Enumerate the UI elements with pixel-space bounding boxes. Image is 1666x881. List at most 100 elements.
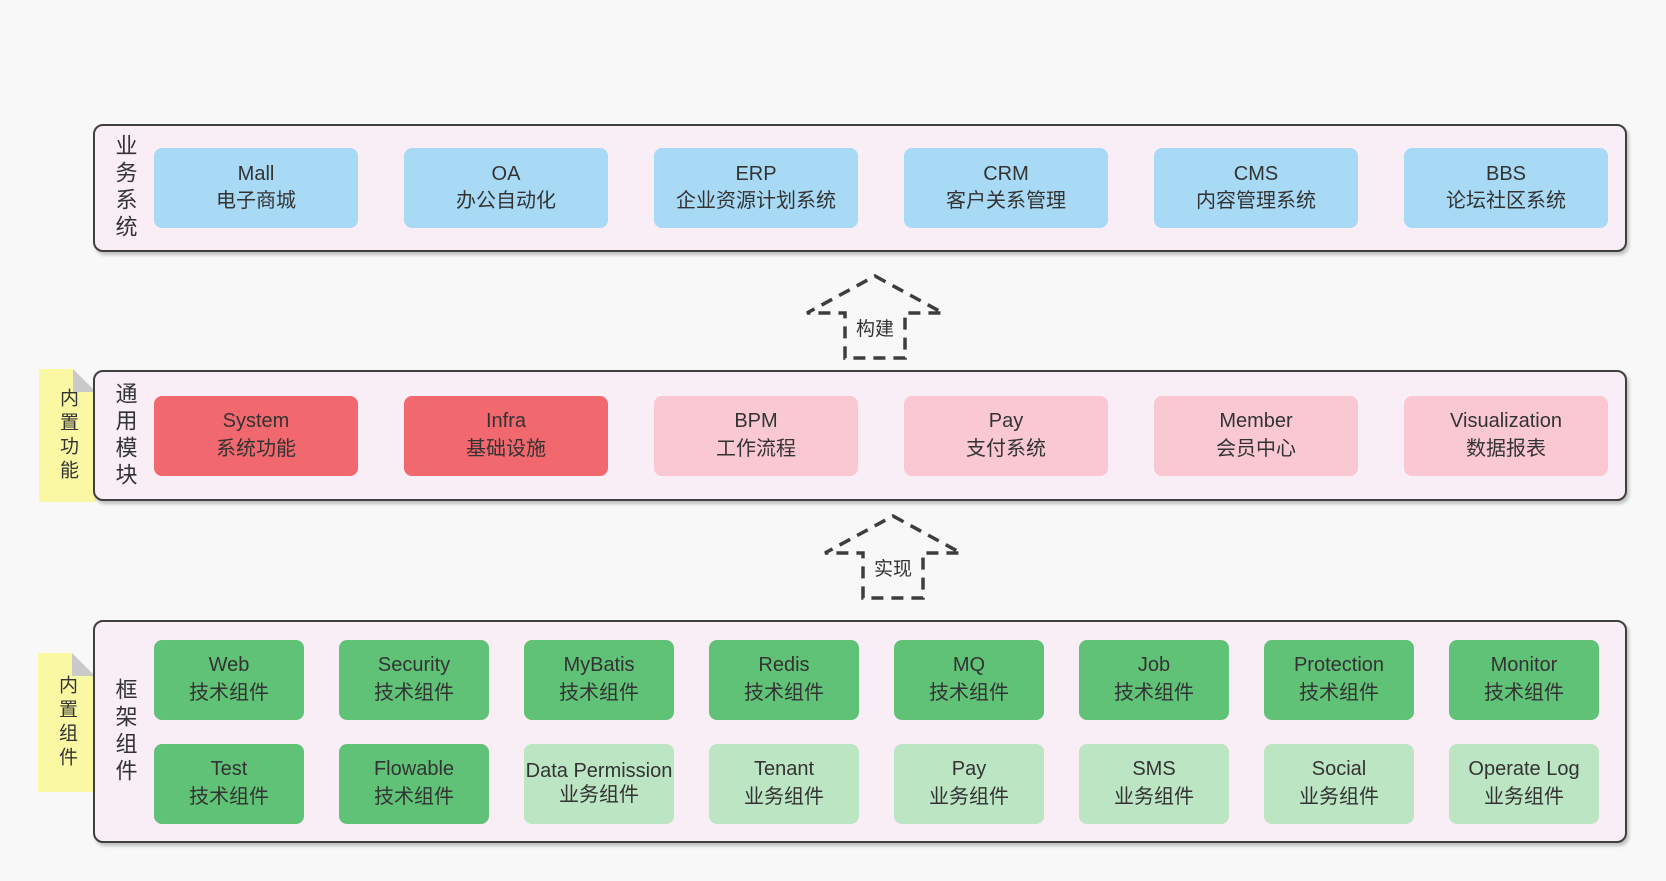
box-infra: Infra 基础设施 — [404, 395, 608, 476]
box-title: Member — [1219, 410, 1293, 433]
builtin-features-note-label: 内置功能 — [57, 387, 78, 484]
box-data-permission: Data Permission 业务组件 — [524, 743, 674, 824]
box-operate-log: Operate Log 业务组件 — [1449, 743, 1599, 824]
box-title: BPM — [734, 410, 778, 433]
box-pay: Pay 支付系统 — [904, 395, 1108, 476]
business-systems-boxes: Mall 电子商城 OA 办公自动化 ERP 企业资源计划系统 CRM 客户关系… — [154, 126, 1625, 250]
box-subtitle: 业务组件 — [929, 785, 1009, 808]
business-systems-panel: 业务系统 Mall 电子商城 OA 办公自动化 ERP 企业资源计划系统 CRM… — [93, 124, 1627, 252]
box-title: MQ — [952, 654, 986, 677]
box-title: Pay — [988, 410, 1024, 433]
box-web: Web 技术组件 — [154, 639, 304, 720]
box-title: Redis — [758, 654, 810, 677]
box-subtitle: 技术组件 — [929, 681, 1009, 704]
implement-arrow: 实现 — [823, 514, 963, 600]
box-title: Web — [208, 654, 250, 677]
box-redis: Redis 技术组件 — [709, 639, 859, 720]
box-bpm: BPM 工作流程 — [654, 395, 858, 476]
common-modules-label: 通用模块 — [112, 381, 138, 490]
box-subtitle: 数据报表 — [1466, 437, 1546, 460]
box-subtitle: 技术组件 — [1114, 681, 1194, 704]
up-block-arrow-icon — [806, 274, 944, 360]
box-subtitle: 内容管理系统 — [1196, 190, 1316, 212]
framework-components-label: 框架组件 — [112, 677, 138, 786]
box-subtitle: 业务组件 — [1299, 785, 1379, 808]
box-monitor: Monitor 技术组件 — [1449, 639, 1599, 720]
builtin-features-note: 内置功能 — [39, 369, 96, 502]
box-title: Tenant — [753, 758, 815, 781]
box-subtitle: 工作流程 — [716, 437, 796, 460]
box-cms: CMS 内容管理系统 — [1154, 148, 1358, 228]
box-flowable: Flowable 技术组件 — [339, 743, 489, 824]
box-title: System — [222, 410, 290, 433]
box-visualization: Visualization 数据报表 — [1404, 395, 1608, 476]
box-subtitle: 企业资源计划系统 — [676, 190, 836, 212]
box-title: SMS — [1132, 758, 1176, 781]
box-security: Security 技术组件 — [339, 639, 489, 720]
box-subtitle: 业务组件 — [744, 785, 824, 808]
box-subtitle: 电子商城 — [216, 190, 296, 212]
box-title: Flowable — [373, 758, 455, 781]
box-subtitle: 技术组件 — [1299, 681, 1379, 704]
box-subtitle: 技术组件 — [374, 785, 454, 808]
box-title: Job — [1137, 654, 1171, 677]
box-title: Infra — [485, 410, 527, 433]
box-subtitle: 客户关系管理 — [946, 190, 1066, 212]
box-tenant: Tenant 业务组件 — [709, 743, 859, 824]
box-subtitle: 业务组件 — [1114, 785, 1194, 808]
box-erp: ERP 企业资源计划系统 — [654, 148, 858, 228]
box-title: MyBatis — [563, 654, 635, 677]
box-subtitle: 业务组件 — [1484, 785, 1564, 808]
builtin-components-note-label: 内置组件 — [56, 674, 77, 771]
box-bbs: BBS 论坛社区系统 — [1404, 148, 1608, 228]
box-subtitle: 业务组件 — [559, 783, 639, 806]
box-crm: CRM 客户关系管理 — [904, 148, 1108, 228]
box-test: Test 技术组件 — [154, 743, 304, 824]
box-title: Monitor — [1490, 654, 1558, 677]
box-title: Social — [1311, 758, 1367, 781]
box-title: Security — [377, 654, 451, 677]
box-protection: Protection 技术组件 — [1264, 639, 1414, 720]
common-modules-panel: 通用模块 System 系统功能 Infra 基础设施 BPM 工作流程 Pay… — [93, 370, 1627, 501]
box-member: Member 会员中心 — [1154, 395, 1358, 476]
business-systems-label: 业务系统 — [112, 134, 138, 242]
box-subtitle: 技术组件 — [374, 681, 454, 704]
box-title: Visualization — [1450, 410, 1562, 433]
builtin-components-note: 内置组件 — [38, 653, 95, 792]
common-modules-label-area: 通用模块 — [95, 372, 154, 499]
box-oa: OA 办公自动化 — [404, 148, 608, 228]
box-job: Job 技术组件 — [1079, 639, 1229, 720]
box-title: Pay — [951, 758, 987, 781]
box-title: BBS — [1485, 162, 1527, 185]
framework-components-panel: 框架组件 Web 技术组件 Security 技术组件 MyBatis 技术组件… — [93, 620, 1627, 843]
box-title: OA — [491, 162, 521, 185]
box-title: Test — [210, 758, 248, 781]
box-subtitle: 技术组件 — [1484, 681, 1564, 704]
box-mall: Mall 电子商城 — [154, 148, 358, 228]
box-subtitle: 技术组件 — [189, 785, 269, 808]
box-title: ERP — [735, 162, 777, 185]
box-title: Data Permission — [525, 760, 673, 783]
box-title: CMS — [1233, 162, 1279, 185]
box-pay-component: Pay 业务组件 — [894, 743, 1044, 824]
box-system: System 系统功能 — [154, 395, 358, 476]
box-subtitle: 技术组件 — [189, 681, 269, 704]
framework-components-label-area: 框架组件 — [95, 622, 154, 841]
box-mybatis: MyBatis 技术组件 — [524, 639, 674, 720]
box-title: CRM — [983, 162, 1029, 185]
business-systems-label-area: 业务系统 — [95, 126, 154, 250]
box-sms: SMS 业务组件 — [1079, 743, 1229, 824]
box-title: Mall — [237, 162, 275, 185]
box-subtitle: 论坛社区系统 — [1446, 190, 1566, 212]
box-subtitle: 系统功能 — [216, 437, 296, 460]
up-block-arrow-icon — [824, 514, 962, 600]
box-subtitle: 办公自动化 — [456, 190, 556, 212]
common-modules-boxes: System 系统功能 Infra 基础设施 BPM 工作流程 Pay 支付系统… — [154, 372, 1625, 499]
implement-arrow-label: 实现 — [870, 554, 916, 581]
box-subtitle: 支付系统 — [966, 437, 1046, 460]
build-arrow-label: 构建 — [852, 314, 898, 341]
box-subtitle: 基础设施 — [466, 437, 546, 460]
box-subtitle: 会员中心 — [1216, 437, 1296, 460]
box-mq: MQ 技术组件 — [894, 639, 1044, 720]
